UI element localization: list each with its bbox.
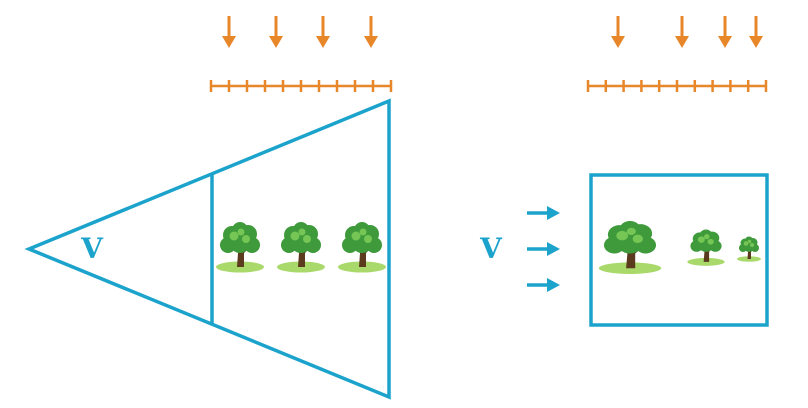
tree-icon bbox=[277, 222, 325, 273]
down-arrow-icon bbox=[364, 16, 378, 48]
right-arrow-icon bbox=[527, 278, 560, 292]
right-arrow-icon bbox=[527, 242, 560, 256]
orthographic-box bbox=[589, 173, 769, 327]
down-arrow-icon bbox=[222, 16, 236, 48]
left-panel: V bbox=[24, 16, 393, 400]
left-down-arrows bbox=[222, 16, 378, 48]
left-ruler bbox=[209, 80, 393, 92]
tree-icon bbox=[687, 229, 725, 266]
down-arrow-icon bbox=[718, 16, 732, 48]
right-arrow-icon bbox=[527, 206, 560, 220]
perspective-frustum bbox=[24, 98, 391, 400]
right-view-label: V bbox=[479, 232, 503, 265]
tree-icon bbox=[216, 222, 264, 273]
down-arrow-icon bbox=[269, 16, 283, 48]
down-arrow-icon bbox=[316, 16, 330, 48]
left-view-label: V bbox=[80, 232, 104, 265]
tree-icon bbox=[338, 222, 386, 273]
right-ruler bbox=[586, 80, 768, 92]
right-panel: V bbox=[479, 16, 769, 327]
tree-icon bbox=[737, 236, 761, 262]
right-down-arrows bbox=[611, 16, 763, 48]
tree-icon bbox=[598, 220, 662, 274]
down-arrow-icon bbox=[749, 16, 763, 48]
view-arrows bbox=[527, 206, 560, 292]
down-arrow-icon bbox=[675, 16, 689, 48]
down-arrow-icon bbox=[611, 16, 625, 48]
